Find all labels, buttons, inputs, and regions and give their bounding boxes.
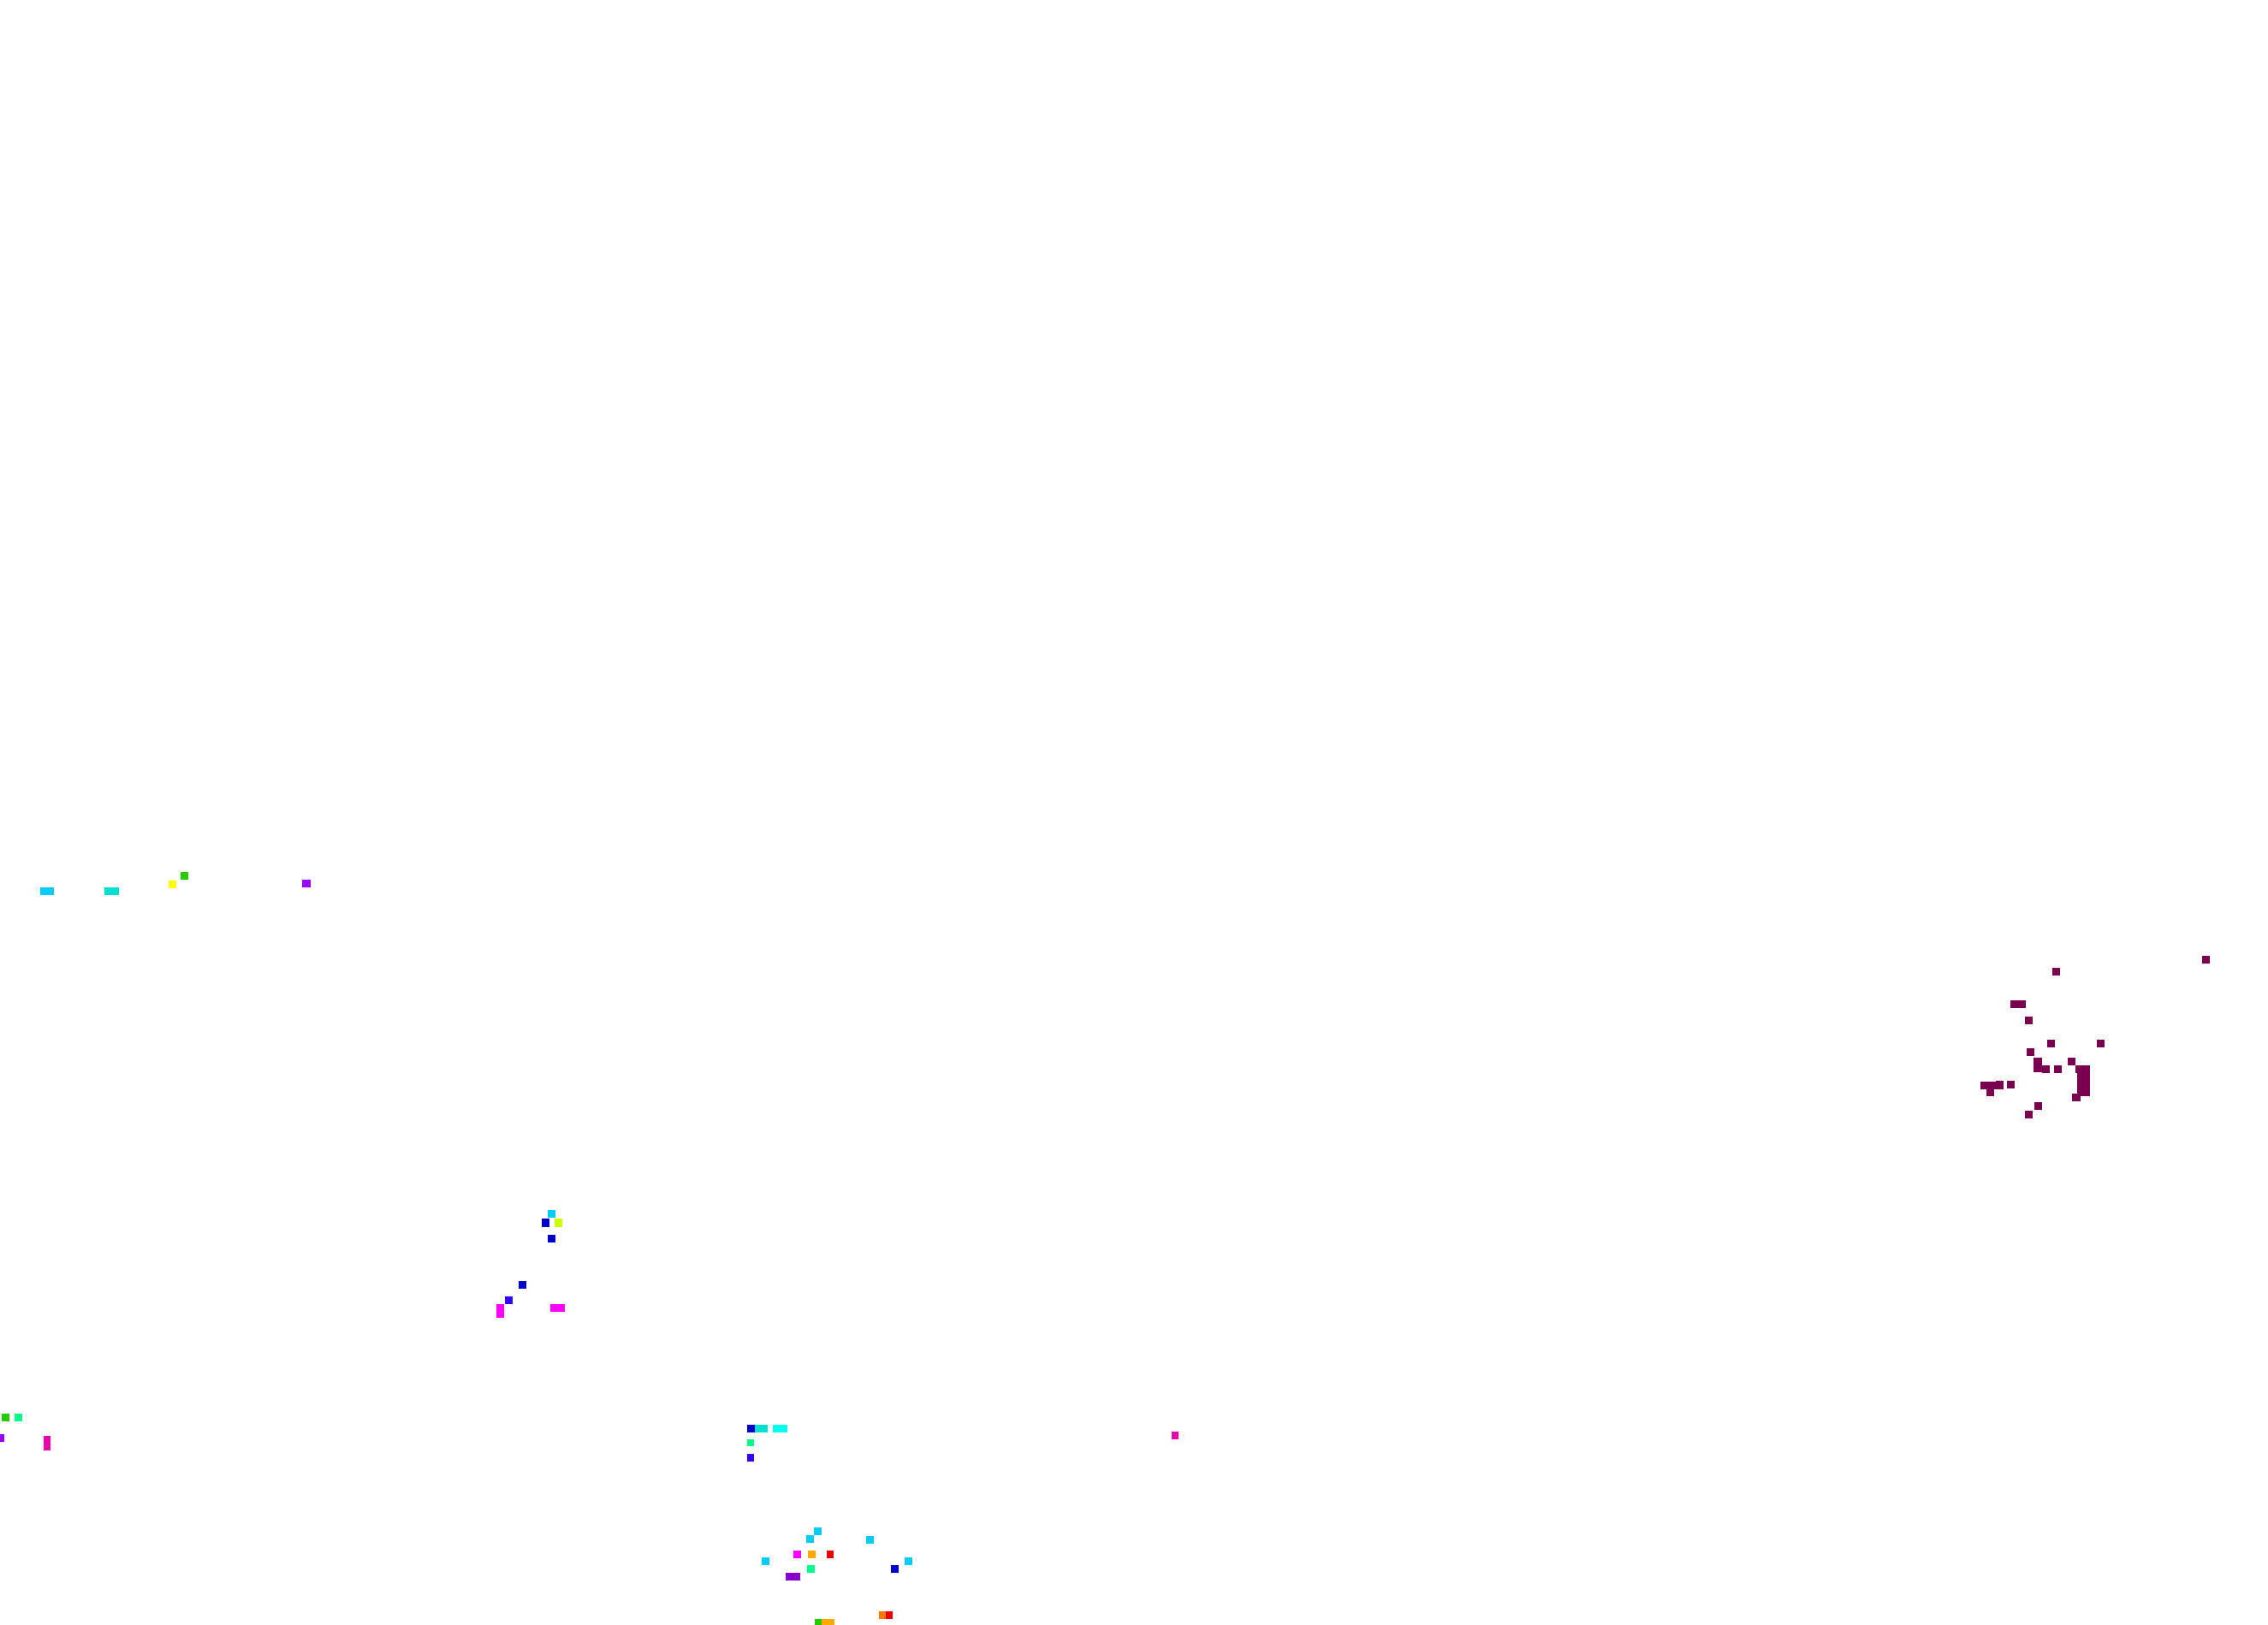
speckle bbox=[2075, 1065, 2090, 1073]
speckle bbox=[0, 1434, 4, 1442]
speckle bbox=[15, 1414, 22, 1421]
speckle bbox=[793, 1551, 801, 1558]
speckle bbox=[505, 1296, 513, 1304]
speckle bbox=[1980, 1082, 1996, 1089]
speckle-cluster-c bbox=[0, 1414, 50, 1450]
speckle bbox=[905, 1557, 912, 1565]
speckle bbox=[181, 872, 188, 880]
speckle bbox=[40, 887, 54, 895]
speckle bbox=[496, 1304, 504, 1318]
speckle bbox=[169, 881, 176, 888]
speckle bbox=[2027, 1048, 2034, 1056]
speckle bbox=[806, 1535, 814, 1543]
speckle bbox=[2025, 1017, 2033, 1024]
speckle bbox=[44, 1436, 50, 1450]
speckle-cluster-d bbox=[747, 1425, 1179, 1625]
speckle bbox=[827, 1551, 834, 1558]
speckle bbox=[815, 1619, 822, 1625]
speckle bbox=[2202, 956, 2210, 964]
speckle bbox=[2007, 1081, 2015, 1088]
speckle bbox=[762, 1557, 769, 1565]
speckle bbox=[2068, 1058, 2075, 1065]
speckle bbox=[542, 1219, 549, 1227]
speckle bbox=[747, 1425, 755, 1432]
speckle bbox=[548, 1235, 555, 1242]
speckle bbox=[747, 1439, 754, 1446]
speckle bbox=[555, 1219, 562, 1227]
speckle bbox=[2033, 1058, 2042, 1072]
speckle-cluster-a bbox=[40, 872, 311, 895]
speckle-cluster-b bbox=[496, 1210, 565, 1318]
speckle bbox=[2072, 1094, 2081, 1101]
speckle bbox=[550, 1304, 565, 1312]
speckle bbox=[807, 1565, 815, 1573]
speckle bbox=[2025, 1111, 2033, 1118]
speckle bbox=[808, 1551, 816, 1558]
speckle bbox=[519, 1281, 526, 1289]
speckle bbox=[747, 1454, 754, 1462]
speckle bbox=[773, 1425, 787, 1432]
speckle bbox=[2034, 1102, 2042, 1110]
speckle-cluster-e bbox=[1980, 956, 2210, 1118]
speckle bbox=[786, 1573, 800, 1581]
speckle bbox=[879, 1611, 886, 1619]
speckle bbox=[1172, 1432, 1179, 1439]
speckle bbox=[2042, 1065, 2050, 1073]
speckle bbox=[302, 880, 311, 887]
speckle bbox=[891, 1565, 899, 1573]
speckle bbox=[2097, 1040, 2105, 1047]
speckle bbox=[886, 1611, 893, 1619]
speckle bbox=[2054, 1065, 2062, 1073]
speckle bbox=[1986, 1088, 1994, 1096]
speckle bbox=[1996, 1081, 2004, 1089]
speckle bbox=[2077, 1073, 2090, 1096]
speckle bbox=[822, 1619, 834, 1625]
speckle bbox=[814, 1527, 822, 1535]
speckle bbox=[2047, 1040, 2055, 1047]
speckle bbox=[548, 1210, 555, 1218]
speckle bbox=[2052, 968, 2060, 976]
speckle bbox=[104, 887, 119, 895]
speckle bbox=[866, 1536, 874, 1544]
speckle bbox=[755, 1425, 768, 1432]
speckle bbox=[2010, 1000, 2026, 1008]
speckle bbox=[2, 1414, 9, 1421]
